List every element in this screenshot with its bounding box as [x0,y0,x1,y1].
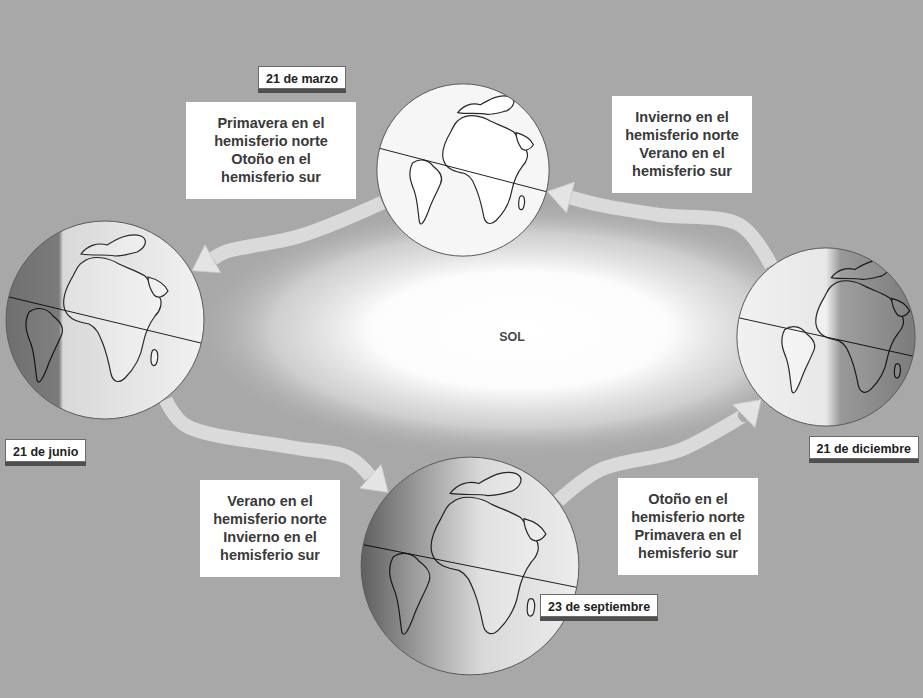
continent [519,196,525,210]
arrow-head [360,464,389,492]
arrow-head [547,182,574,213]
globe-ocean [377,84,549,256]
season-text: Verano en el hemisferio norte [210,492,330,528]
globe-drawing [736,247,916,427]
earth-globe: 23 de septiembre [360,456,580,676]
season-text: Primavera en el hemisferio sur [628,526,748,562]
sun-label-holder: SOL [499,327,525,345]
orbit-arrow [547,182,771,266]
season-text: Otoño en el hemisferio norte [628,490,748,526]
date-label: 21 de junio [13,445,78,459]
globe-outline [737,248,915,426]
globe-outline [361,457,579,675]
season-text: Invierno en el hemisferio norte [622,108,742,144]
orbit-arc [166,400,371,477]
globe-drawing [360,456,580,676]
arrow-head [192,245,221,273]
continent [458,96,514,114]
season-box: Verano en el hemisferio norteInvierno en… [200,480,340,577]
orbit-arrow [166,400,389,493]
date-tag: 23 de septiembre [540,594,658,617]
season-text: Primavera en el hemisferio norte [200,114,342,150]
globe-drawing [5,220,205,420]
date-label: 23 de septiembre [548,600,650,614]
season-text: Invierno en el hemisferio sur [210,528,330,564]
date-label: 21 de diciembre [817,442,912,456]
continent [516,133,533,150]
season-box: Invierno en el hemisferio norteVerano en… [612,96,752,193]
earth-globe: 21 de diciembre [736,247,916,427]
date-tag: 21 de junio [5,439,86,462]
season-box: Otoño en el hemisferio nortePrimavera en… [618,478,758,575]
orbit-arrow [192,203,382,273]
season-box: Primavera en el hemisferio norteOtoño en… [186,102,356,199]
earth-globe: 21 de junio [5,220,205,420]
night-shade [360,456,580,676]
date-label: 21 de marzo [266,72,338,86]
orbit-arc [213,203,382,259]
date-tag: 21 de diciembre [809,436,920,459]
season-text: Verano en el hemisferio sur [622,144,742,180]
globe-outline [6,221,204,419]
date-tag: 21 de marzo [258,66,346,89]
globe-ocean [6,221,204,419]
globe-ocean [737,248,915,426]
earth-globe: 21 de marzo [376,83,550,257]
season-text: Otoño en el hemisferio sur [200,150,342,186]
continent [410,160,442,224]
arrow-head [733,399,761,427]
continent [443,116,528,224]
orbit-arc [571,197,772,265]
night-shade [736,247,916,427]
globe-outline [377,84,549,256]
sun-label: SOL [499,330,525,344]
globe-drawing [376,83,550,257]
equator-line [376,147,550,192]
night-shade [5,220,205,420]
